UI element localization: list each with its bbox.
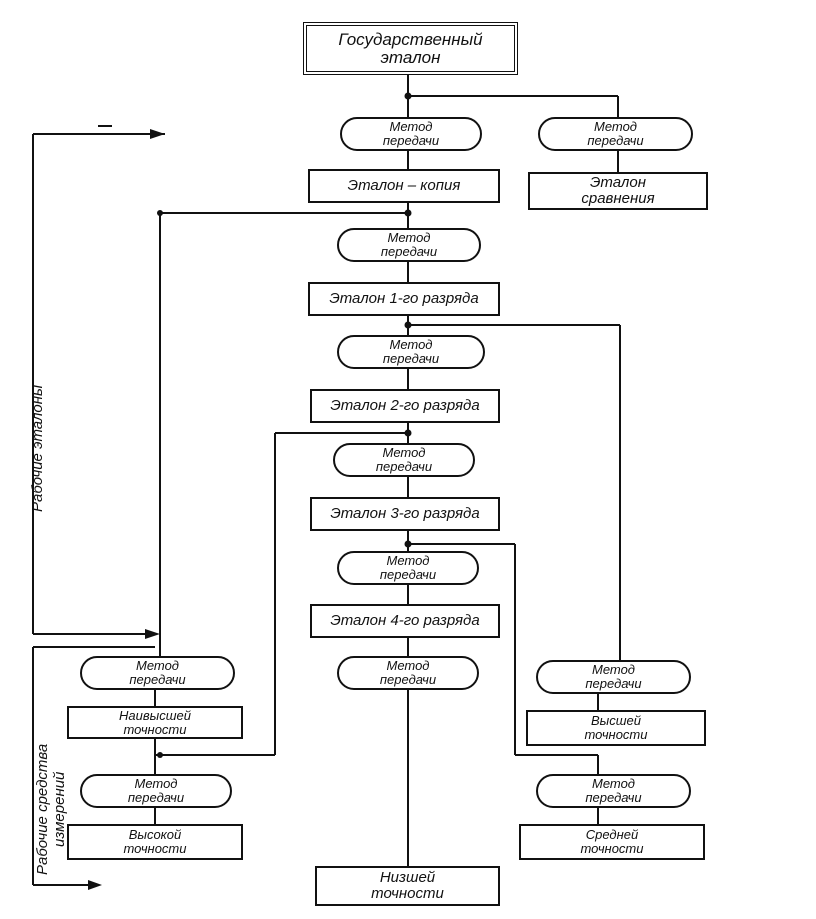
high-accuracy-box: Высокой точности xyxy=(67,824,243,860)
method-pill-left-1: Метод передачи xyxy=(80,656,235,690)
lowest-accuracy-box: Низшей точности xyxy=(315,866,500,906)
state-standard-line2: эталон xyxy=(380,47,441,67)
method-pill-2-line2: передачи xyxy=(380,244,438,259)
medium-accuracy-line2: точности xyxy=(580,841,644,856)
rank4-standard-label: Эталон 4-го разряда xyxy=(330,612,480,630)
higher-accuracy-box: Высшей точности xyxy=(526,710,706,746)
method-pill-5: Метод передачи xyxy=(337,551,479,585)
method-pill-right-2-line2: передачи xyxy=(585,676,642,691)
high-accuracy-line1: Высокой xyxy=(128,827,182,843)
medium-accuracy-box: Средней точности xyxy=(519,824,705,860)
lowest-accuracy-line2: точности xyxy=(371,885,444,902)
copy-standard-box: Эталон – копия xyxy=(308,169,500,203)
comparison-standard-line1: Эталон xyxy=(590,174,646,192)
method-pill-4: Метод передачи xyxy=(333,443,475,477)
copy-standard-label: Эталон – копия xyxy=(347,177,461,195)
method-pill-4-line2: передачи xyxy=(375,459,433,474)
method-pill-right-2-line1: Метод xyxy=(591,662,635,678)
method-pill-left-1-line1: Метод xyxy=(135,658,179,674)
lowest-accuracy-line1: Низшей xyxy=(379,869,436,887)
method-pill-5-line1: Метод xyxy=(386,553,430,569)
rank2-standard-label: Эталон 2-го разряда xyxy=(330,397,480,415)
higher-accuracy-line1: Высшей xyxy=(591,713,641,729)
working-instruments-line1: Рабочие средства xyxy=(34,743,51,875)
high-accuracy-line2: точности xyxy=(123,841,187,856)
method-pill-6: Метод передачи xyxy=(337,656,479,690)
method-pill-2: Метод передачи xyxy=(337,228,481,262)
method-pill-4-line1: Метод xyxy=(382,445,426,461)
working-standards-label: Рабочие эталоны xyxy=(29,384,46,512)
comparison-standard-line2: сравнения xyxy=(581,190,655,207)
method-pill-3-line2: передачи xyxy=(382,351,440,366)
method-pill-right-3-line2: передачи xyxy=(585,790,642,805)
method-pill-1: Метод передачи xyxy=(340,117,482,151)
method-pill-3-line1: Метод xyxy=(389,337,433,353)
medium-accuracy-line1: Средней xyxy=(585,827,639,843)
method-pill-5-line2: передачи xyxy=(379,567,437,582)
working-instruments-label: Рабочие средства измерений xyxy=(34,743,68,875)
method-pill-1-line2: передачи xyxy=(382,133,440,148)
method-pill-left-2-line2: передачи xyxy=(127,790,185,805)
highest-accuracy-box: Наивысшей точности xyxy=(67,706,243,739)
method-pill-6-line2: передачи xyxy=(379,672,437,687)
higher-accuracy-line2: точности xyxy=(584,727,648,742)
method-pill-right-3: Метод передачи xyxy=(536,774,691,808)
working-instruments-line2: измерений xyxy=(50,771,68,847)
method-pill-2-line1: Метод xyxy=(387,230,431,246)
method-pill-right-1: Метод передачи xyxy=(538,117,693,151)
method-pill-right-3-line1: Метод xyxy=(591,776,635,792)
method-pill-left-2: Метод передачи xyxy=(80,774,232,808)
method-pill-right-2: Метод передачи xyxy=(536,660,691,694)
comparison-standard-box: Эталон сравнения xyxy=(528,172,708,210)
method-pill-right-1-line2: передачи xyxy=(587,133,644,148)
method-pill-3: Метод передачи xyxy=(337,335,485,369)
method-pill-6-line1: Метод xyxy=(386,658,430,674)
state-standard-box: Государственный эталон xyxy=(303,22,518,75)
state-standard-line1: Государственный xyxy=(338,29,483,49)
method-pill-left-2-line1: Метод xyxy=(134,776,178,792)
rank3-standard-label: Эталон 3-го разряда xyxy=(330,505,480,523)
rank4-standard-box: Эталон 4-го разряда xyxy=(310,604,500,638)
rank1-standard-label: Эталон 1-го разряда xyxy=(329,290,479,308)
highest-accuracy-line1: Наивысшей xyxy=(119,707,191,723)
rank1-standard-box: Эталон 1-го разряда xyxy=(308,282,500,316)
highest-accuracy-line2: точности xyxy=(123,721,187,737)
method-pill-1-line1: Метод xyxy=(389,119,433,135)
rank3-standard-box: Эталон 3-го разряда xyxy=(310,497,500,531)
method-pill-left-1-line2: передачи xyxy=(129,672,186,687)
rank2-standard-box: Эталон 2-го разряда xyxy=(310,389,500,423)
method-pill-right-1-line1: Метод xyxy=(593,119,637,135)
